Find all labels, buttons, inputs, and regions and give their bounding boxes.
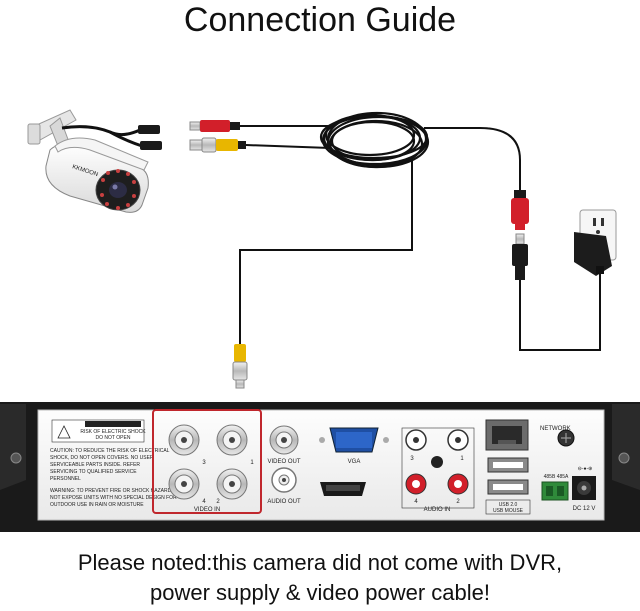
video-in-highlight bbox=[152, 409, 262, 514]
svg-text:1: 1 bbox=[460, 456, 464, 462]
page-title: Connection Guide bbox=[183, 1, 457, 39]
svg-text:NETWORK: NETWORK bbox=[540, 426, 571, 432]
svg-text:AUDIO OUT: AUDIO OUT bbox=[267, 499, 301, 505]
svg-text:DC 12 V: DC 12 V bbox=[573, 506, 596, 512]
caution-label: CAUTION RISK OF ELECTRIC SHOCK DO NOT OP… bbox=[50, 419, 182, 508]
svg-text:SHOCK, DO NOT OPEN COVERS. NO: SHOCK, DO NOT OPEN COVERS. NO USER bbox=[50, 455, 154, 461]
svg-text:VIDEO OUT: VIDEO OUT bbox=[267, 459, 300, 465]
svg-text:VGA: VGA bbox=[348, 459, 361, 465]
svg-text:DO NOT OPEN: DO NOT OPEN bbox=[96, 435, 131, 441]
note-line-2: power supply & video power cable! bbox=[150, 580, 490, 605]
rca-power-connector bbox=[189, 120, 240, 132]
svg-text:3: 3 bbox=[410, 456, 414, 462]
svg-text:3: 3 bbox=[202, 460, 206, 466]
svg-text:USB MOUSE: USB MOUSE bbox=[493, 508, 524, 514]
svg-text:4: 4 bbox=[202, 499, 206, 505]
svg-text:SERVICING TO QUALIFIED SERVICE: SERVICING TO QUALIFIED SERVICE bbox=[50, 469, 137, 475]
bnc-port-2 bbox=[216, 468, 248, 500]
svg-text:CAUTION: TO REDUCE THE RISK OF: CAUTION: TO REDUCE THE RISK OF ELECTRICA… bbox=[50, 448, 170, 454]
video-in-ports: 3 1 4 2 VIDEO IN bbox=[168, 424, 254, 513]
coiled-cable bbox=[319, 111, 430, 169]
svg-text:OUTDOOR USE IN RAIN OR MOISTUR: OUTDOOR USE IN RAIN OR MOISTURE bbox=[50, 502, 144, 508]
svg-text:⊖-●-⊕: ⊖-●-⊕ bbox=[578, 466, 593, 472]
svg-text:RISK OF ELECTRIC SHOCK: RISK OF ELECTRIC SHOCK bbox=[80, 429, 146, 435]
camera: KKMOON bbox=[27, 109, 162, 213]
svg-text:AUDIO IN: AUDIO IN bbox=[424, 507, 451, 513]
rs485-terminal: 485B 485A bbox=[541, 474, 569, 501]
video-out-port: VIDEO OUT bbox=[267, 425, 301, 465]
dvr-back-panel: CAUTION RISK OF ELECTRIC SHOCK DO NOT OP… bbox=[0, 402, 640, 532]
hdmi-port bbox=[320, 482, 366, 496]
svg-text:2: 2 bbox=[216, 499, 220, 505]
svg-text:2: 2 bbox=[456, 499, 460, 505]
dc-power-connector bbox=[511, 190, 529, 280]
bnc-video-connector bbox=[189, 137, 246, 153]
svg-text:NOT EXPOSE UNITS WITH NO SPECI: NOT EXPOSE UNITS WITH NO SPECIAL DESIGN … bbox=[50, 495, 177, 501]
svg-text:PERSONNEL: PERSONNEL bbox=[50, 476, 81, 482]
video-in-label: VIDEO IN bbox=[194, 507, 220, 513]
svg-text:1: 1 bbox=[250, 460, 254, 466]
wall-power-adapter bbox=[574, 209, 617, 276]
audio-out-port: AUDIO OUT bbox=[267, 467, 301, 505]
dc-input-port: ⊖-●-⊕ DC 12 V bbox=[572, 466, 596, 512]
bnc-port-4 bbox=[168, 468, 200, 500]
caution-title: CAUTION bbox=[102, 422, 125, 428]
usb-ports: USB 2.0 USB MOUSE bbox=[485, 457, 531, 515]
ground-screw bbox=[557, 429, 575, 447]
vga-port: VGA bbox=[319, 427, 389, 465]
svg-text:USB 2.0: USB 2.0 bbox=[499, 502, 518, 508]
disclaimer-note: Please noted:this camera did not come wi… bbox=[0, 548, 640, 608]
network-port: NETWORK bbox=[485, 419, 571, 451]
bnc-port-3 bbox=[168, 424, 200, 456]
svg-text:WARNING: TO PREVENT FIRE OR SH: WARNING: TO PREVENT FIRE OR SHOCK HAZARD… bbox=[50, 488, 182, 494]
bnc-port-1 bbox=[216, 424, 248, 456]
bnc-to-dvr-connector bbox=[232, 344, 248, 389]
svg-text:485B 485A: 485B 485A bbox=[544, 474, 569, 480]
note-line-1: Please noted:this camera did not come wi… bbox=[77, 550, 563, 575]
svg-text:4: 4 bbox=[414, 499, 418, 505]
svg-text:SERVICEABLE PARTS INSIDE. REFE: SERVICEABLE PARTS INSIDE. REFER bbox=[50, 462, 140, 468]
audio-in-ports: 3 1 4 2 AUDIO IN bbox=[401, 427, 475, 513]
